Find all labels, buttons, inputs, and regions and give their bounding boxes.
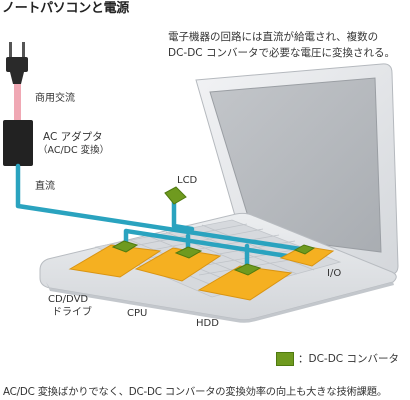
ac-plug <box>6 42 28 84</box>
converter-lcd <box>164 186 187 205</box>
caption: AC/DC 変換ばかりでなく、DC-DC コンバータの変換効率の向上も大きな技術… <box>3 386 387 398</box>
component-cd-dvd-drive <box>68 244 162 278</box>
legend-label: ：DC-DC コンバータ <box>298 353 399 365</box>
description-line-2: DC-DC コンバータで必要な電圧に変換される。 <box>168 47 395 59</box>
label-ac-adapter: AC アダプタ <box>43 131 103 143</box>
label-cd-dvd: CD/DVD <box>48 294 89 305</box>
ac-adapter-box <box>3 120 33 166</box>
converter-io <box>293 244 316 255</box>
description: 電子機器の回路には直流が給電され、複数の DC-DC コンバータで必要な電圧に変… <box>168 29 395 61</box>
label-drive: ドライブ <box>52 307 92 318</box>
label-io: I/O <box>327 268 342 279</box>
component-cpu <box>134 247 222 282</box>
converter-cpu <box>174 246 203 259</box>
legend-swatch <box>276 351 294 366</box>
page-title: ノートパソコンと電源 <box>2 1 130 16</box>
converter-hdd <box>233 263 262 276</box>
ac-cable <box>14 84 21 120</box>
description-line-1: 電子機器の回路には直流が給電され、複数の <box>168 31 379 43</box>
laptop-base <box>39 212 397 323</box>
legend: ：DC-DC コンバータ <box>276 351 399 366</box>
label-hdd: HDD <box>196 318 219 329</box>
label-dc: 直流 <box>35 181 55 192</box>
label-ac-dc-conversion: （AC/DC 変換） <box>38 145 110 156</box>
label-cpu: CPU <box>127 308 148 319</box>
converter-cd-dvd <box>111 240 139 253</box>
label-commercial-ac: 商用交流 <box>35 93 75 104</box>
laptop-screen <box>209 77 382 253</box>
label-lcd: LCD <box>177 175 198 186</box>
component-hdd <box>197 265 293 301</box>
